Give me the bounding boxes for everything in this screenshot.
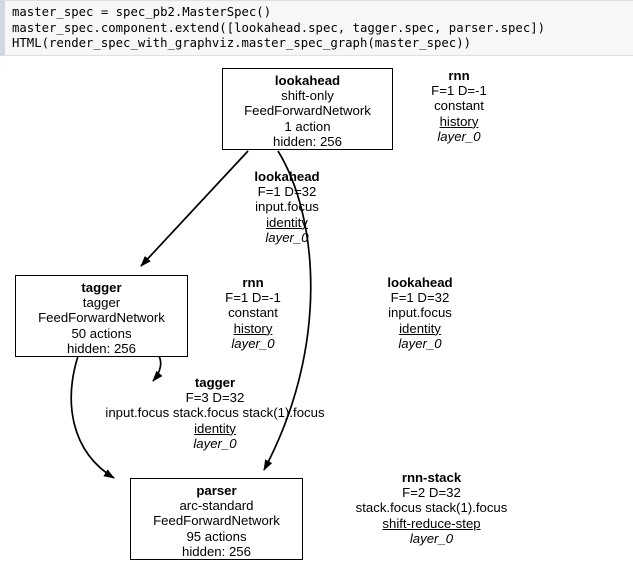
node-parser-hidden: hidden: 256 xyxy=(182,543,251,559)
node-lookahead-hidden: hidden: 256 xyxy=(273,133,342,149)
edge-lookahead-to-parser xyxy=(263,150,312,471)
node-parser-network-unit: FeedForwardNetwork xyxy=(153,513,280,529)
code-input-cell[interactable]: master_spec = spec_pb2.MasterSpec() mast… xyxy=(0,0,633,56)
edge-label-tagger-to-parser: tagger F=3 D=32 input.focus stack.focus … xyxy=(75,375,355,451)
edge-label-name: rnn-stack xyxy=(401,470,462,485)
edge-label-source: history xyxy=(233,320,273,336)
edge-label-source: history xyxy=(439,113,479,129)
edge-label-name: tagger xyxy=(194,375,236,390)
edge-lookahead-to-tagger xyxy=(140,150,249,267)
node-tagger-actions: 50 actions xyxy=(71,325,132,341)
edge-label-layer: layer_0 xyxy=(193,435,237,451)
edge-label-features: constant xyxy=(434,98,484,114)
edge-label-source: identity xyxy=(194,420,236,436)
node-tagger-network-unit: FeedForwardNetwork xyxy=(38,310,165,326)
node-lookahead-actions: 1 action xyxy=(284,118,331,134)
edge-label-fd: F=1 D=-1 xyxy=(431,83,487,99)
node-parser[interactable]: parser arc-standard FeedForwardNetwork 9… xyxy=(130,478,303,560)
edge-label-name: lookahead xyxy=(387,275,453,290)
master-spec-graph: lookahead shift-only FeedForwardNetwork … xyxy=(0,56,633,578)
edge-label-fd: F=2 D=32 xyxy=(402,485,461,501)
edge-label-fd: F=3 D=32 xyxy=(185,390,245,406)
edge-label-features: input.focus xyxy=(388,305,452,321)
node-lookahead-transition-system: shift-only xyxy=(281,88,334,104)
node-tagger[interactable]: tagger tagger FeedForwardNetwork 50 acti… xyxy=(15,275,188,357)
node-lookahead[interactable]: lookahead shift-only FeedForwardNetwork … xyxy=(222,68,393,150)
edge-label-features: constant xyxy=(228,305,278,321)
edge-label-features: input.focus xyxy=(255,199,319,215)
edge-label-tagger-self: rnn F=1 D=-1 constant history layer_0 xyxy=(198,275,308,351)
edge-label-source: identity xyxy=(399,320,441,336)
node-parser-actions: 95 actions xyxy=(186,528,247,544)
edge-label-fd: F=1 D=-1 xyxy=(225,290,281,306)
node-parser-title: parser xyxy=(196,483,237,498)
edge-label-features: stack.focus stack(1).focus xyxy=(355,500,508,516)
edge-label-name: rnn xyxy=(448,68,470,83)
edge-label-name: rnn xyxy=(242,275,264,290)
node-lookahead-network-unit: FeedForwardNetwork xyxy=(244,103,371,119)
edge-label-lookahead-self: rnn F=1 D=-1 constant history layer_0 xyxy=(404,68,514,144)
edge-label-layer: layer_0 xyxy=(437,128,481,144)
edge-label-features: input.focus stack.focus stack(1).focus xyxy=(105,405,325,421)
edge-label-source: identity xyxy=(266,214,308,230)
edge-label-lookahead-to-tagger: lookahead F=1 D=32 input.focus identity … xyxy=(232,169,342,245)
edge-label-layer: layer_0 xyxy=(231,335,275,351)
edge-label-fd: F=1 D=32 xyxy=(257,184,317,200)
edge-label-name: lookahead xyxy=(254,169,320,184)
code-text: master_spec = spec_pb2.MasterSpec() mast… xyxy=(12,5,546,51)
edge-label-layer: layer_0 xyxy=(398,335,442,351)
node-lookahead-title: lookahead xyxy=(274,73,341,88)
edge-label-parser-self: rnn-stack F=2 D=32 stack.focus stack(1).… xyxy=(314,470,549,546)
edge-label-layer: layer_0 xyxy=(265,229,309,245)
edge-label-source: shift-reduce-step xyxy=(382,515,481,531)
node-tagger-hidden: hidden: 256 xyxy=(67,340,136,356)
edge-label-fd: F=1 D=32 xyxy=(390,290,450,306)
edge-label-layer: layer_0 xyxy=(409,530,454,546)
edge-tagger-to-parser xyxy=(70,355,115,479)
node-parser-transition-system: arc-standard xyxy=(179,498,254,514)
edge-label-lookahead-to-parser: lookahead F=1 D=32 input.focus identity … xyxy=(356,275,484,351)
node-tagger-title: tagger xyxy=(81,280,122,295)
node-tagger-transition-system: tagger xyxy=(82,295,121,311)
